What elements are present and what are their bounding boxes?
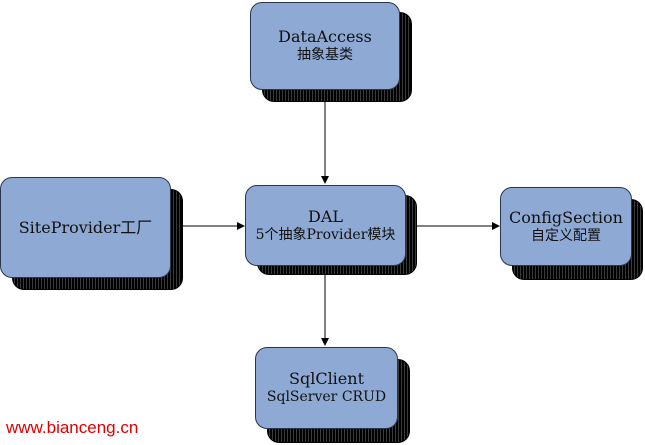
siteprovider-box: SiteProvider工厂	[0, 177, 171, 278]
dal-box: DAL 5个抽象Provider模块	[245, 185, 406, 266]
configsection-box: ConfigSection 自定义配置	[500, 187, 632, 266]
dal-title: DAL	[307, 206, 343, 226]
configsection-node: ConfigSection 自定义配置	[500, 187, 643, 280]
dataaccess-title: DataAccess	[278, 27, 372, 47]
sqlclient-node: SqlClient SqlServer CRUD	[255, 347, 410, 443]
configsection-subtitle: 自定义配置	[531, 227, 601, 244]
sqlclient-subtitle: SqlServer CRUD	[266, 389, 387, 406]
siteprovider-title: SiteProvider工厂	[18, 217, 153, 237]
dal-subtitle: 5个抽象Provider模块	[255, 226, 396, 243]
siteprovider-node: SiteProvider工厂	[0, 177, 183, 290]
dal-node: DAL 5个抽象Provider模块	[245, 185, 417, 275]
dataaccess-subtitle: 抽象基类	[297, 47, 353, 64]
dataaccess-node: DataAccess 抽象基类	[250, 2, 412, 102]
sqlclient-title: SqlClient	[289, 369, 364, 389]
configsection-title: ConfigSection	[509, 207, 623, 227]
sqlclient-box: SqlClient SqlServer CRUD	[255, 347, 398, 429]
dataaccess-box: DataAccess 抽象基类	[250, 2, 400, 90]
watermark-text: www.bianceng.cn	[6, 418, 139, 437]
